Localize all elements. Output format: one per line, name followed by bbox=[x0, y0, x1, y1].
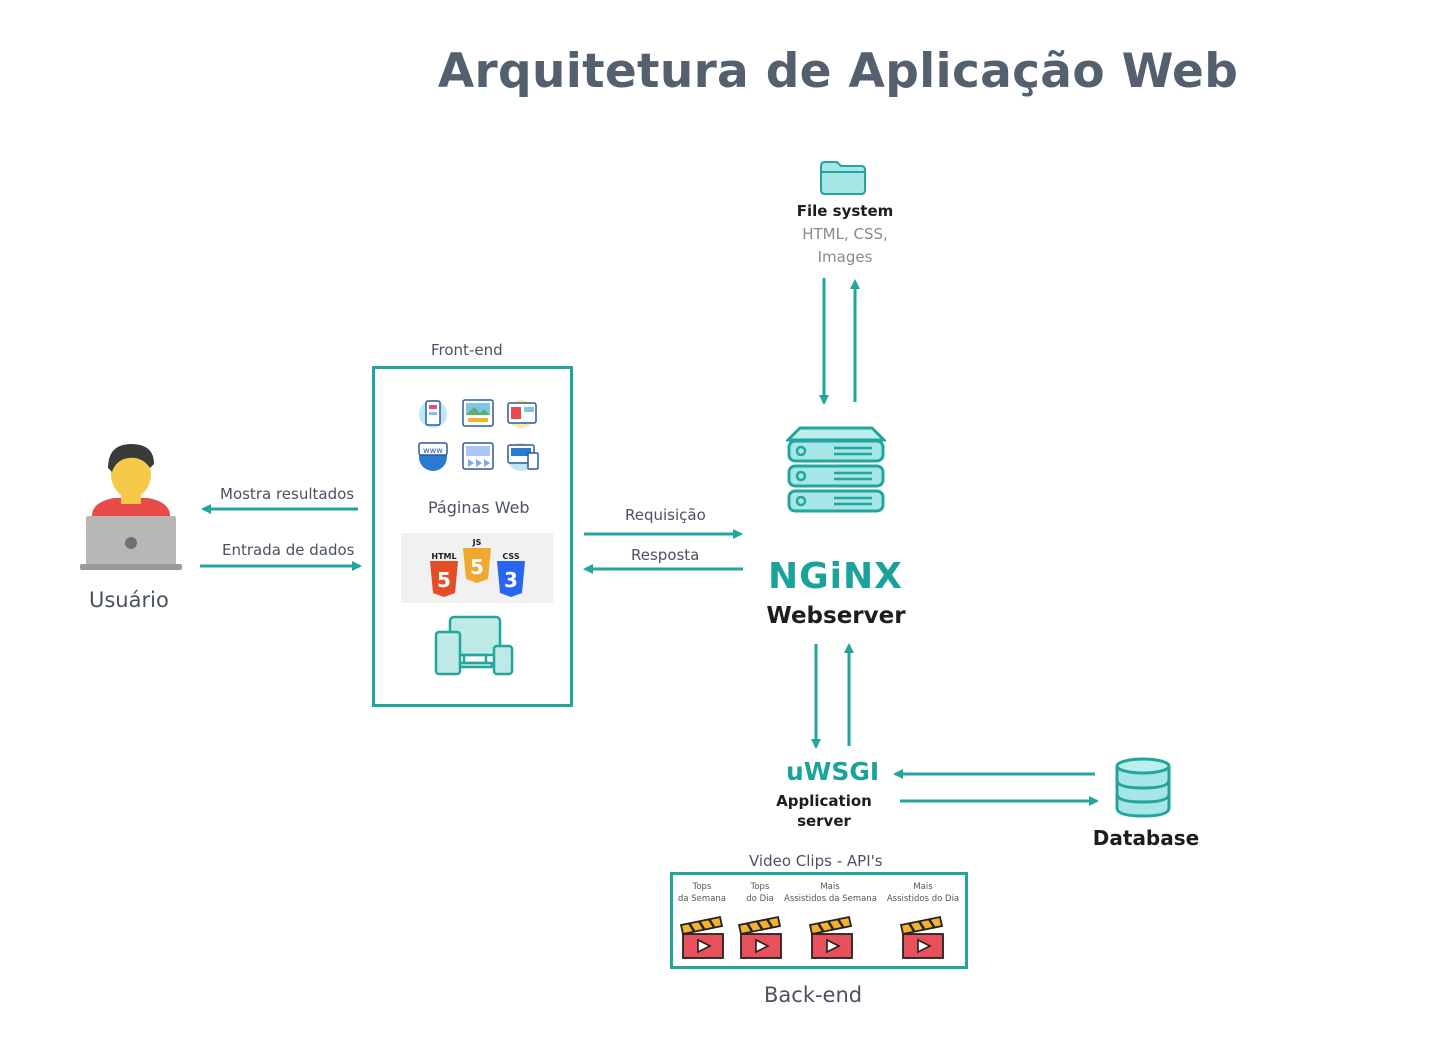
video-clips-icons bbox=[680, 915, 945, 960]
badge-label-html: HTML bbox=[431, 552, 456, 561]
video-page-icon bbox=[462, 442, 494, 470]
file-system-title: File system bbox=[796, 202, 894, 220]
label-requisicao: Requisição bbox=[625, 506, 706, 524]
uwsgi-logo: uWSGI bbox=[786, 757, 880, 786]
web-pages-icons: www bbox=[418, 399, 539, 471]
svg-text:3: 3 bbox=[504, 568, 518, 592]
tech-badges-icons: HTML 5 JS 5 CSS 3 bbox=[430, 538, 525, 597]
clapperboard-icon bbox=[680, 915, 725, 960]
webserver-label: Webserver bbox=[766, 603, 906, 629]
server-rack-icon bbox=[786, 426, 886, 513]
label-mostra-resultados: Mostra resultados bbox=[220, 485, 355, 503]
database-label: Database bbox=[1092, 826, 1200, 850]
clapperboard-icon bbox=[899, 915, 945, 960]
app-server-line1: Application bbox=[776, 792, 872, 810]
frontend-box bbox=[372, 366, 573, 707]
diagram-title: Arquitetura de Aplicação Web bbox=[437, 44, 1239, 99]
badge-label-js: JS bbox=[472, 538, 482, 547]
backend-label: Back-end bbox=[764, 983, 863, 1007]
label-resposta: Resposta bbox=[631, 546, 700, 564]
css3-shield-icon bbox=[497, 561, 525, 597]
user-label: Usuário bbox=[89, 588, 169, 612]
mobile-page-icon bbox=[419, 400, 447, 428]
file-system-line2: Images bbox=[817, 248, 873, 266]
folder-icon bbox=[820, 161, 866, 195]
backend-box bbox=[670, 872, 968, 969]
app-server-line2: server bbox=[797, 812, 851, 830]
svg-text:5: 5 bbox=[470, 555, 484, 579]
paginas-web-label: Páginas Web bbox=[428, 498, 530, 517]
svg-text:www: www bbox=[423, 446, 443, 455]
html5-shield-icon bbox=[430, 561, 458, 597]
responsive-page-icon bbox=[507, 443, 539, 471]
backend-header: Video Clips - API's bbox=[749, 852, 883, 870]
badge-label-css: CSS bbox=[502, 552, 519, 561]
svg-text:5: 5 bbox=[437, 568, 451, 592]
www-page-icon: www bbox=[418, 442, 448, 471]
js-shield-icon bbox=[463, 548, 491, 583]
database-icon bbox=[1115, 757, 1171, 818]
layout-page-icon bbox=[507, 400, 537, 428]
clapperboard-icon bbox=[808, 915, 854, 960]
clapperboard-icon bbox=[737, 915, 783, 960]
nginx-logo: NGiNX bbox=[768, 556, 903, 597]
landscape-page-icon bbox=[462, 399, 494, 427]
user-laptop-icon bbox=[80, 444, 182, 570]
devices-icon bbox=[434, 615, 514, 676]
file-system-line1: HTML, CSS, bbox=[802, 225, 888, 243]
label-entrada-de-dados: Entrada de dados bbox=[222, 541, 355, 559]
frontend-label: Front-end bbox=[431, 341, 503, 359]
